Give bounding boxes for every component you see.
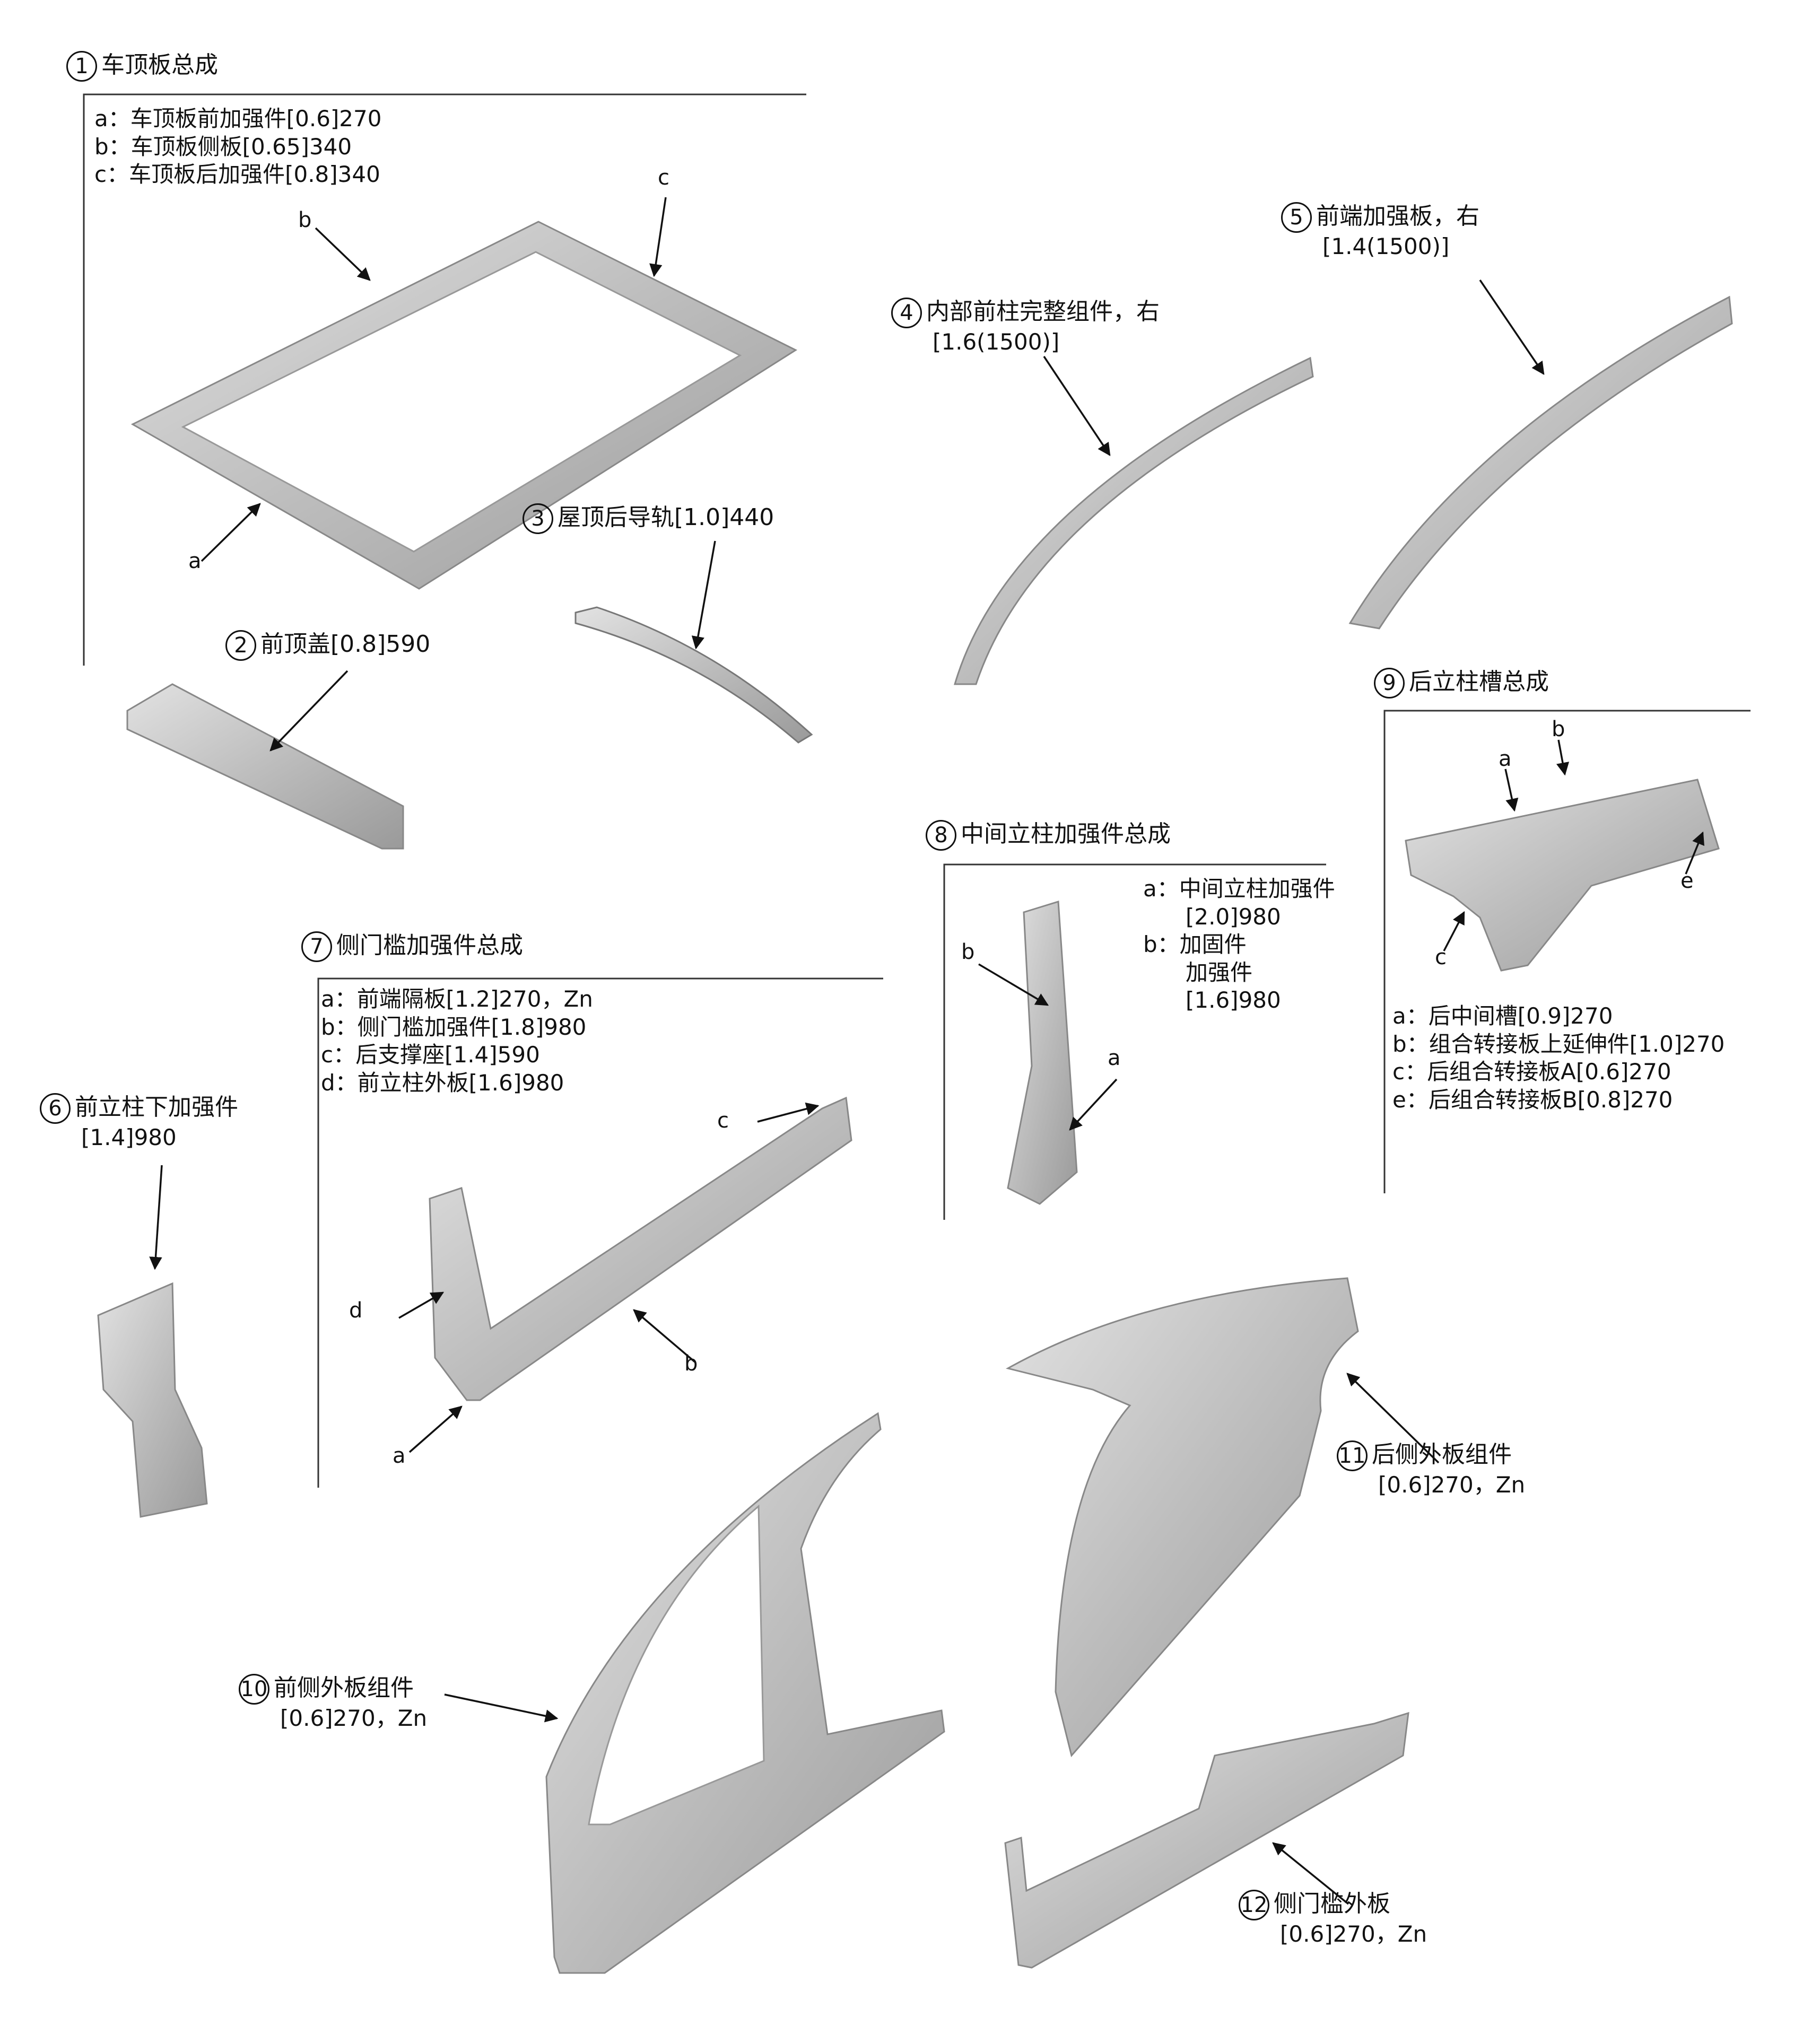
part-9-spec-c: c：后组合转接板A[0.6]270 [1392, 1059, 1671, 1085]
frame-7 [317, 977, 883, 1488]
part-3-number: 3 [523, 503, 553, 534]
part-1-specs: a：车顶板前加强件[0.6]270 b：车顶板侧板[0.65]340 c：车顶板… [94, 105, 381, 189]
part-8-center-pillar [1007, 901, 1078, 1205]
part-1-spec-b: b：车顶板侧板[0.65]340 [94, 133, 352, 160]
callout-1-a: a [188, 549, 202, 573]
part-8-spec-a: a：中间立柱加强件 [1143, 876, 1335, 902]
part-7-spec-c: c：后支撑座[1.4]590 [321, 1042, 540, 1068]
part-8-spec-b-line2: 加强件 [1186, 959, 1253, 985]
part-8-spec-b-value: [1.6]980 [1186, 987, 1281, 1013]
part-4-spec: [1.6(1500)] [933, 329, 1060, 355]
callout-7-a: a [393, 1444, 406, 1468]
part-6-title-text: 前立柱下加强件 [75, 1094, 238, 1121]
leader-lines [149, 197, 1704, 1905]
part-11-rear-side-outer [1005, 1277, 1359, 1758]
part-9-spec-e: e：后组合转接板B[0.8]270 [1392, 1086, 1673, 1113]
callout-7-c: c [717, 1108, 729, 1133]
part-10-title-text: 前侧外板组件 [274, 1674, 414, 1701]
part-7-spec-a: a：前端隔板[1.2]270，Zn [321, 986, 593, 1012]
frame-8 [943, 863, 1326, 1220]
part-7-side-sill-reinforcement [429, 1096, 852, 1401]
part-11-spec: [0.6]270，Zn [1378, 1472, 1526, 1498]
part-12-side-sill-outer [1004, 1711, 1409, 1969]
part-1-spec-c: c：车顶板后加强件[0.8]340 [94, 161, 380, 187]
part-8-specs: a：中间立柱加强件 [2.0]980 b：加固件 加强件 [1.6]980 [1143, 875, 1335, 1015]
part-4-title-text: 内部前柱完整组件，右 [926, 298, 1160, 325]
part-2-number: 2 [225, 630, 256, 661]
part-7-spec-b: b：侧门槛加强件[1.8]980 [321, 1014, 587, 1040]
part-10-number: 10 [239, 1674, 269, 1705]
part-7-spec-d: d：前立柱外板[1.6]980 [321, 1069, 564, 1096]
frame-9 [1383, 710, 1751, 1193]
part-1-roof-frame [130, 221, 798, 590]
section-frames [83, 93, 1751, 1488]
part-8-spec-b: b：加固件 [1143, 931, 1247, 957]
callout-1-c: c [658, 165, 669, 190]
part-9-spec-b: b：组合转接板上延伸件[1.0]270 [1392, 1031, 1725, 1057]
part-11-title-text: 后侧外板组件 [1372, 1441, 1512, 1468]
part-9-rear-pillar-channel [1405, 779, 1720, 972]
part-2-title-text: 前顶盖[0.8]590 [260, 631, 431, 658]
part-7-specs: a：前端隔板[1.2]270，Zn b：侧门槛加强件[1.8]980 c：后支撑… [321, 985, 593, 1097]
part-12-number: 12 [1239, 1890, 1269, 1920]
part-10-spec: [0.6]270，Zn [280, 1705, 428, 1731]
part-8-number: 8 [926, 820, 956, 851]
callout-8-b: b [961, 940, 975, 964]
frame-1 [83, 93, 806, 666]
part-7-number: 7 [301, 931, 332, 962]
part-9-title-text: 后立柱槽总成 [1409, 668, 1549, 695]
part-8-title-text: 中间立柱加强件总成 [961, 820, 1171, 848]
part-5-number: 5 [1281, 202, 1312, 233]
part-9-spec-a: a：后中间槽[0.9]270 [1392, 1003, 1613, 1029]
part-5-front-reinforcement [1348, 295, 1733, 630]
part-5-title-text: 前端加强板，右 [1316, 203, 1479, 230]
callout-9-b: b [1552, 717, 1565, 741]
part-5-spec: [1.4(1500)] [1322, 233, 1450, 259]
part-6-lower-front-pillar [97, 1282, 208, 1518]
callout-9-a: a [1499, 747, 1512, 771]
part-6-number: 6 [40, 1093, 71, 1124]
part-8-spec-a-value: [2.0]980 [1186, 903, 1281, 930]
part-12-spec: [0.6]270，Zn [1280, 1921, 1427, 1947]
part-9-specs: a：后中间槽[0.9]270 b：组合转接板上延伸件[1.0]270 c：后组合… [1392, 1002, 1725, 1114]
part-2-front-roof-rail [126, 683, 404, 850]
callout-7-b: b [684, 1351, 698, 1376]
part-6-spec: [1.4]980 [81, 1124, 177, 1150]
callout-8-a: a [1108, 1046, 1121, 1070]
part-10-front-side-outer [545, 1412, 945, 1974]
callout-1-b: b [298, 208, 312, 232]
part-3-title-text: 屋顶后导轨[1.0]440 [558, 504, 774, 531]
part-9-number: 9 [1374, 668, 1405, 698]
part-4-number: 4 [891, 298, 922, 328]
callout-9-e: e [1680, 869, 1694, 893]
part-12-title-text: 侧门槛外板 [1274, 1890, 1390, 1917]
part-3-rear-roof-rail [574, 606, 813, 744]
part-1-title-text: 车顶板总成 [101, 51, 218, 78]
callout-9-c: c [1435, 945, 1447, 970]
part-7-title-text: 侧门槛加强件总成 [336, 932, 523, 959]
callout-7-d: d [349, 1298, 363, 1323]
part-1-spec-a: a：车顶板前加强件[0.6]270 [94, 106, 382, 132]
part-1-number: 1 [66, 51, 97, 82]
part-4-inner-a-pillar [953, 356, 1314, 685]
part-11-number: 11 [1337, 1440, 1368, 1471]
